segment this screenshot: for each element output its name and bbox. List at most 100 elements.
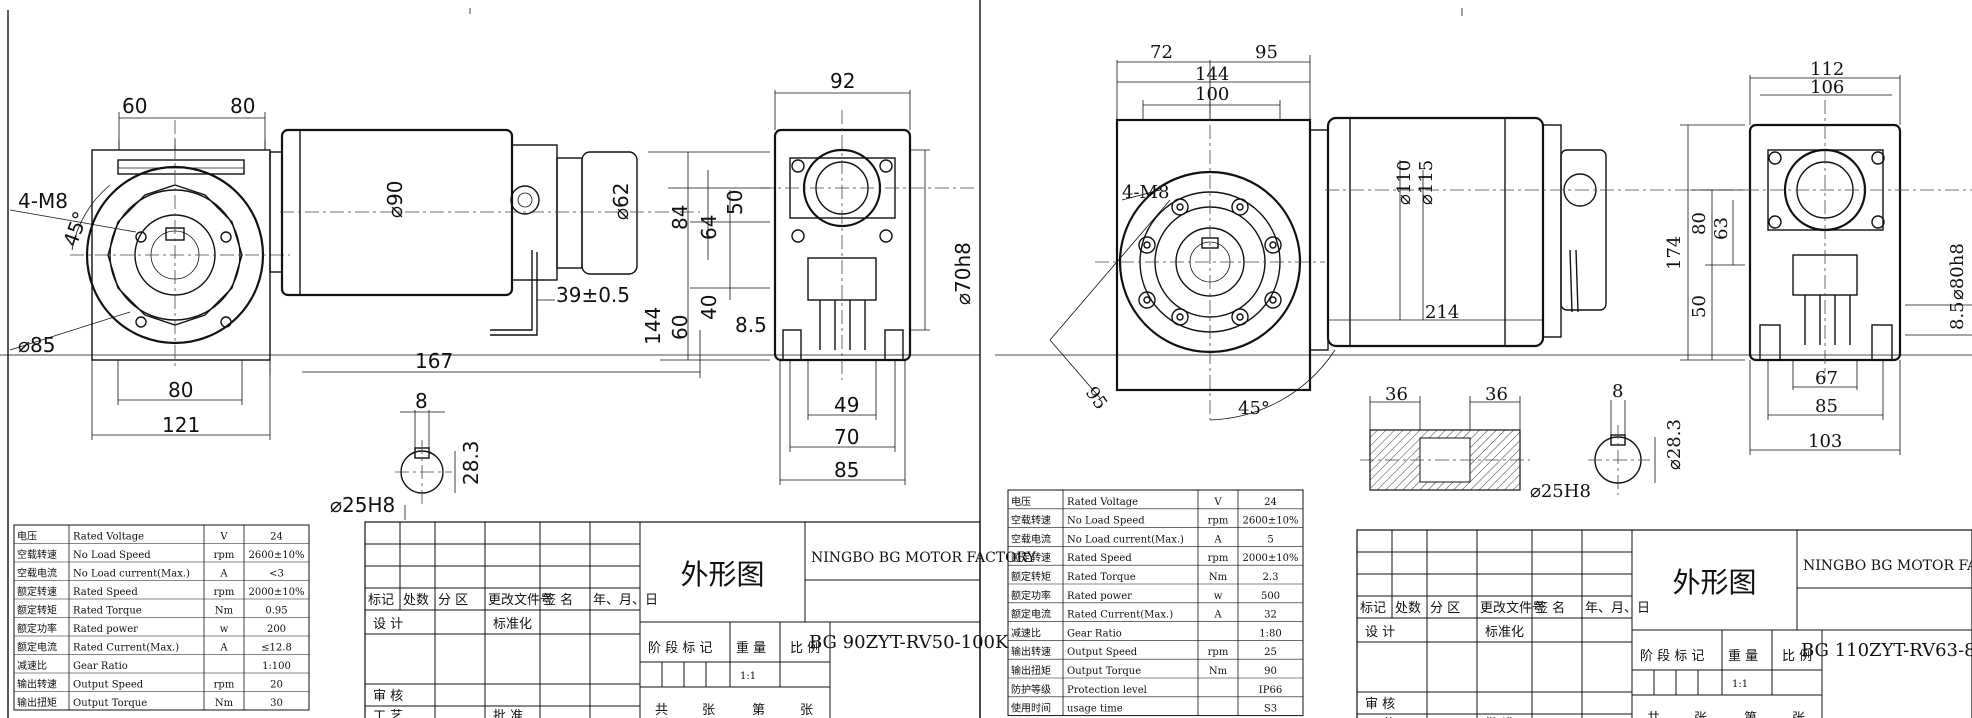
spec-en: usage time [1067, 704, 1123, 715]
spec-cn: 额定电流 [17, 641, 57, 654]
spec-cn: 额定转速 [17, 585, 57, 598]
dim-106: 106 [1810, 77, 1844, 98]
title-sheet2: 张 [1792, 711, 1805, 718]
shaft-key-8: 8 [415, 389, 428, 413]
spec-en: Rated Current(Max.) [1067, 610, 1173, 621]
spec-unit: w [1214, 591, 1223, 602]
dim-214: 214 [1425, 302, 1459, 323]
dim-4-m8: 4-M8 [18, 189, 68, 213]
title-row-label: 标记 [368, 593, 394, 608]
title-row-label: 分 区 [438, 593, 468, 608]
dim-64: 64 [697, 215, 721, 240]
title-row-label: 处数 [403, 593, 429, 608]
spec-value: 90 [1264, 666, 1277, 677]
spec-cn: 电压 [17, 530, 37, 543]
right-side-dimensions: 112 106 174 80 63 50 ⌀80h8 8.5 67 85 103 [1664, 59, 1968, 452]
spec-unit: Nm [1209, 572, 1228, 583]
dim-72: 72 [1150, 42, 1173, 63]
left-motor [269, 128, 701, 378]
factory-name: NINGBO BG MOTOR FACTORY [1803, 558, 1972, 574]
left-side-view [648, 90, 975, 485]
spec-en: No Load Speed [1067, 516, 1145, 527]
spec-unit: V [1213, 497, 1222, 508]
drawing-title: 外形图 [1672, 566, 1756, 599]
title-row-label: 年、月、日 [593, 593, 658, 608]
left-motor-dimensions: ⌀90 ⌀62 167 39±0.5 [383, 181, 633, 374]
title-row-label: 标记 [1360, 601, 1386, 616]
spec-value: 24 [1264, 497, 1277, 508]
right-front-view [1049, 55, 1336, 421]
drawing-title: 外形图 [680, 558, 764, 591]
dim-49: 49 [834, 393, 859, 417]
title-page: 第 [1744, 711, 1757, 718]
dim-80h8: ⌀80h8 [1947, 243, 1968, 300]
dim-95: 95 [1255, 42, 1278, 63]
spec-cn: 空载电流 [1011, 532, 1051, 545]
spec-cn: 减速比 [17, 660, 47, 672]
spec-unit: A [219, 569, 228, 580]
title-page: 第 [752, 703, 765, 718]
spec-value: 25 [1264, 647, 1277, 658]
spec-cn: 额定转矩 [1011, 570, 1051, 583]
spec-cn: 额定转矩 [17, 604, 57, 617]
right-motor-dimensions: ⌀110 ⌀115 214 [1394, 160, 1459, 323]
spec-value: 2000±10% [248, 587, 304, 598]
dim-50: 50 [1689, 295, 1710, 318]
dim-90-dia: ⌀90 [383, 181, 407, 219]
title-sheets: 张 [702, 703, 715, 718]
spec-value: 200 [267, 624, 286, 635]
right-bolt-holes [1138, 198, 1282, 326]
dim-103: 103 [1808, 431, 1842, 452]
spec-value: ≤12.8 [261, 643, 292, 654]
shaft-36a: 36 [1385, 384, 1408, 405]
right-shaft-section: 36 36 [1360, 384, 1530, 491]
dim-60: 60 [122, 94, 147, 118]
spec-value: 0.95 [265, 606, 287, 617]
title-scale: 比 例 [790, 641, 820, 656]
title-total: 共 [1647, 711, 1660, 718]
spec-en: Output Torque [1067, 666, 1141, 677]
spec-cn: 额定电流 [1011, 608, 1051, 621]
dim-95-diag: 95 [1081, 383, 1111, 414]
spec-unit: rpm [1208, 553, 1229, 564]
dim-144: 144 [641, 307, 665, 345]
spec-en: Rated Speed [1067, 553, 1132, 564]
right-side-view [1680, 75, 1972, 455]
spec-value: 32 [1264, 610, 1277, 621]
dim-60: 60 [668, 315, 692, 340]
model-number: BG 110ZYT-RV63-80K [1801, 640, 1972, 661]
title-weight: 重 量 [1728, 648, 1758, 664]
spec-value: 1:100 [262, 661, 291, 672]
spec-en: No Load Speed [73, 550, 151, 561]
title-design: 设 计 [1365, 625, 1395, 640]
dim-85-dia: ⌀85 [18, 333, 56, 357]
right-shaft-detail: 8 ⌀28.3 ⌀25H8 [1530, 381, 1685, 502]
dim-121: 121 [162, 413, 200, 437]
dim-84: 84 [668, 205, 692, 230]
spec-value: 2600±10% [248, 550, 304, 561]
spec-en: No Load current(Max.) [73, 569, 190, 580]
spec-en: Protection level [1067, 685, 1147, 696]
dim-4-m8: 4-M8 [1122, 182, 1169, 203]
shaft-key-8: 8 [1612, 381, 1623, 402]
spec-value: 24 [270, 532, 283, 543]
title-sheet2: 张 [800, 703, 813, 718]
title-total: 共 [655, 703, 668, 718]
spec-value: 2.3 [1263, 572, 1279, 583]
spec-cn: 输出扭矩 [1011, 664, 1051, 677]
model-number: BG 90ZYT-RV50-100K [809, 632, 1009, 653]
spec-cn: 空载转速 [17, 548, 57, 561]
spec-unit: rpm [1208, 647, 1229, 658]
title-design: 设 计 [373, 617, 403, 632]
left-side-dimensions: 92 84 64 50 40 60 144 8.5 ⌀70h8 49 70 85 [641, 69, 975, 482]
dim-8-5: 8.5 [1947, 301, 1968, 330]
spec-unit: w [220, 624, 229, 635]
left-shaft-detail: 8 28.3 ⌀25H8 [330, 389, 483, 520]
title-review: 审 核 [1365, 697, 1395, 712]
spec-unit: rpm [214, 680, 235, 691]
dim-100: 100 [1195, 84, 1229, 105]
dim-80-bottom: 80 [168, 378, 193, 402]
title-craft: 工 艺 [373, 709, 403, 718]
